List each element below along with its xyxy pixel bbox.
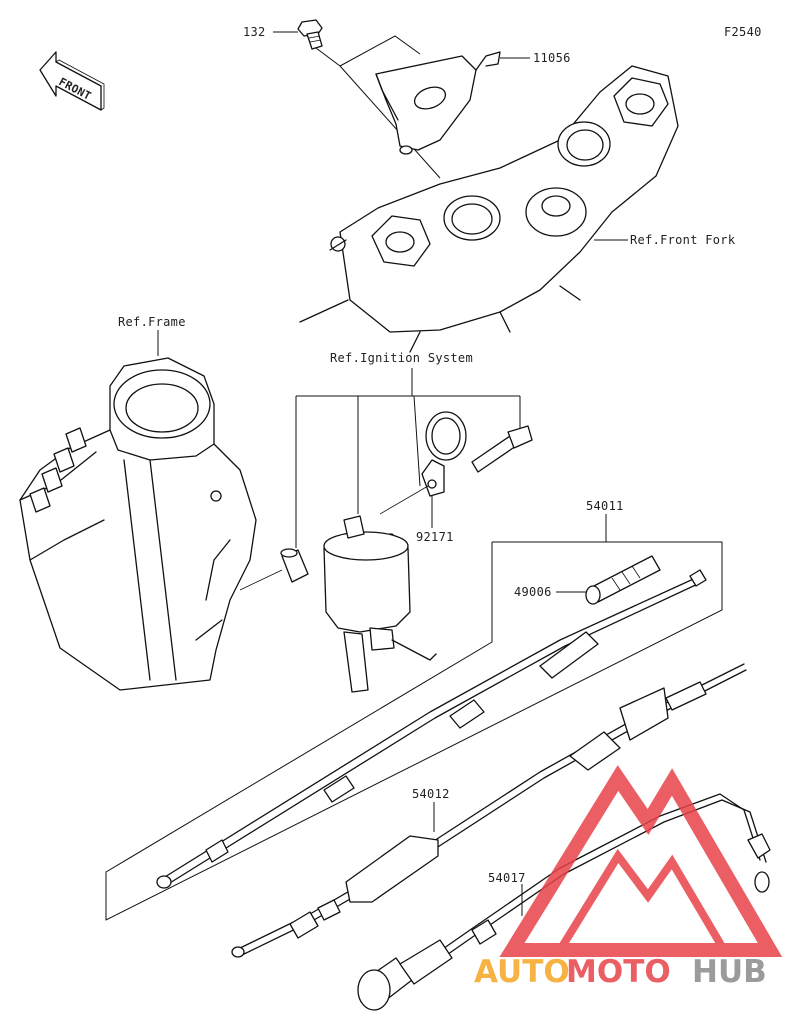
- leader-bracket-a: [339, 35, 421, 67]
- cable-54017: [357, 793, 771, 1011]
- leader-ignition: [295, 368, 521, 548]
- spacer-collar: [280, 548, 309, 583]
- frame-headstock: [19, 357, 257, 691]
- ignition-coil: [323, 515, 437, 693]
- label-54017: 54017: [488, 871, 526, 885]
- label-92171: 92171: [416, 530, 454, 544]
- bracket-11056: [375, 51, 501, 155]
- top-triple-clamp: [299, 65, 679, 353]
- label-ref-ignition: Ref.Ignition System: [330, 351, 473, 365]
- label-54012: 54012: [412, 787, 450, 801]
- bolt-132: [297, 19, 323, 50]
- watermark-moto: MOTO: [566, 954, 671, 990]
- label-132: 132: [243, 25, 266, 39]
- leader-132b: [315, 47, 341, 67]
- watermark-auto: AUTO: [474, 954, 570, 990]
- cable-54012: [231, 663, 747, 958]
- watermark-hub: HUB: [692, 954, 767, 990]
- bolt-long: [471, 425, 533, 473]
- label-ref-frame: Ref.Frame: [118, 315, 186, 329]
- label-49006: 49006: [514, 585, 552, 599]
- front-arrow-icon: FRONT: [39, 51, 105, 111]
- label-ref-front-fork: Ref.Front Fork: [630, 233, 736, 247]
- clamp-92171: [421, 411, 467, 497]
- cap-49006: [585, 555, 661, 605]
- bracket-54011: [105, 514, 723, 921]
- cable-54011: [156, 569, 707, 889]
- label-11056: 11056: [533, 51, 571, 65]
- clamp-bolt-line: [379, 485, 429, 515]
- label-54011: 54011: [586, 499, 624, 513]
- leader-collar: [239, 569, 283, 591]
- figure-code: F2540: [724, 25, 762, 39]
- leader-bracket-b: [339, 65, 441, 179]
- watermark-logo: AUTO MOTO HUB: [474, 765, 783, 990]
